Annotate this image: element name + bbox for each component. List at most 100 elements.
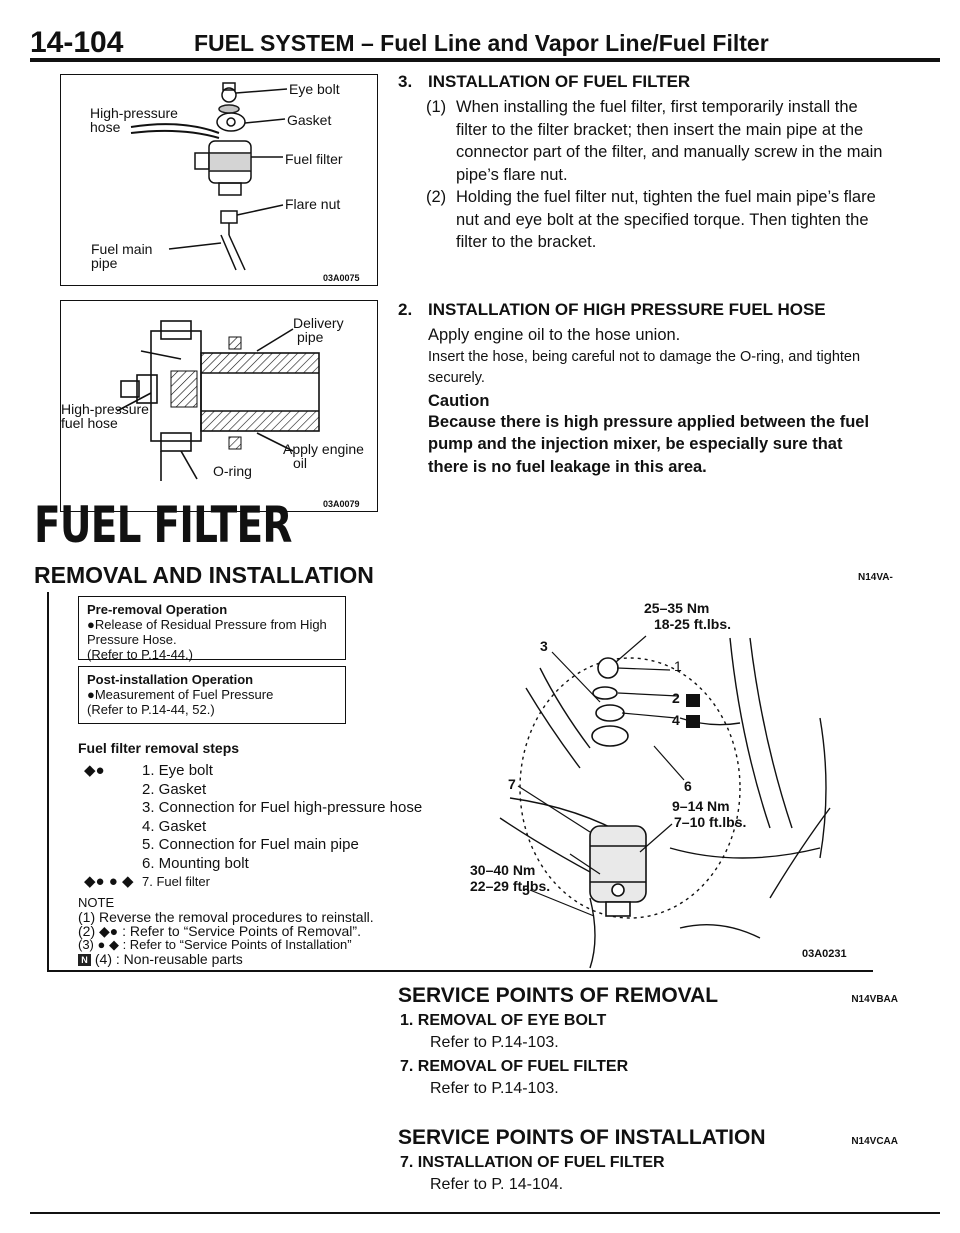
section-number: 2.: [398, 300, 413, 319]
figure-fuel-filter-photo: 25–35 Nm 18-25 ft.lbs. 3 1 2 4 6 7 9–14 …: [440, 598, 880, 976]
post-installation-box: Post-installation Operation ●Measurement…: [78, 666, 346, 724]
step-marker: [84, 799, 142, 818]
removal-step: 2. Gasket: [84, 781, 444, 800]
fuel-filter-title: FUEL FILTER: [34, 496, 292, 554]
step-text: 7. Fuel filter: [142, 874, 210, 889]
fuel-filter-installation-drawing: [499, 635, 831, 969]
label-gasket: Gasket: [287, 112, 332, 128]
service-install-item: 7. INSTALLATION OF FUEL FILTER: [400, 1154, 665, 1171]
note-line-4: N (4) : Non-reusable parts: [78, 952, 418, 967]
note-line: (1) Reverse the removal procedures to re…: [78, 909, 374, 925]
label-high-pressure-fuel-hose-2: fuel hose: [61, 415, 118, 431]
step-text: 1. Eye bolt: [142, 762, 213, 779]
section-divider: [47, 970, 873, 972]
pre-removal-heading: Pre-removal Operation: [87, 602, 228, 617]
note-block: NOTE (1) Reverse the removal procedures …: [78, 895, 418, 967]
torque-1-ft: 18-25 ft.lbs.: [654, 616, 732, 632]
section-code: N14VBAA: [851, 994, 898, 1005]
label-high-pressure-fuel-hose: High-pressure: [61, 401, 149, 417]
service-removal-ref: Refer to P.14-103.: [430, 1034, 559, 1051]
step-number: (1): [426, 98, 447, 116]
caution-text: Because there is high pressure applied b…: [428, 412, 870, 476]
torque-3-nm: 9–14 Nm: [672, 798, 730, 814]
label-flare-nut: Flare nut: [285, 196, 341, 212]
label-apply-engine-oil: Apply engine: [283, 441, 364, 457]
removal-step: ◆● 1. Eye bolt: [84, 762, 444, 781]
figure-code: 03A0231: [802, 948, 847, 960]
label-delivery-pipe-2: pipe: [297, 329, 324, 345]
callout-6: 6: [684, 778, 692, 794]
step-number: (2): [426, 188, 447, 206]
section-code: N14VA-: [858, 572, 893, 583]
caution-heading: Caution: [428, 391, 490, 410]
post-install-item: ●Measurement of Fuel Pressure: [87, 687, 274, 702]
step-text: When installing the fuel filter, first t…: [456, 98, 883, 184]
hose-text-2: Insert the hose, being careful not to da…: [428, 348, 861, 386]
step-text: 6. Mounting bolt: [142, 854, 249, 872]
removal-step: 5. Connection for Fuel main pipe: [84, 836, 444, 855]
callout-7: 7: [508, 776, 516, 792]
fuel-filter-assembly-drawing: [130, 82, 288, 271]
pre-removal-ref: (Refer to P.14-44.): [87, 647, 193, 662]
section-number: 3.: [398, 72, 413, 91]
figure-hose-union: Delivery pipe High-pressure fuel hose Ap…: [60, 300, 378, 512]
step-marker: ◆●: [84, 762, 105, 779]
removal-steps-list: ◆● 1. Eye bolt 2. Gasket 3. Connection fo…: [84, 762, 444, 892]
figure-code: 03A0075: [323, 273, 360, 283]
removal-step: ◆● ● ◆ 7. Fuel filter: [84, 873, 444, 892]
torque-2-nm: 30–40 Nm: [470, 862, 536, 878]
removal-step: 4. Gasket: [84, 818, 444, 837]
install-step-2: (2) Holding the fuel filter nut, tighten…: [426, 186, 886, 254]
label-high-pressure-hose-2: hose: [90, 119, 121, 135]
callout-3: 3: [540, 638, 548, 654]
label-o-ring: O-ring: [213, 463, 252, 479]
service-removal-heading: SERVICE POINTS OF REMOVAL: [398, 984, 719, 1007]
page-title: FUEL SYSTEM – Fuel Line and Vapor Line/F…: [194, 30, 769, 56]
service-install-ref: Refer to P. 14-104.: [430, 1176, 564, 1193]
removal-steps-heading: Fuel filter removal steps: [78, 740, 240, 756]
removal-step: 3. Connection for Fuel high-pressure hos…: [84, 799, 444, 818]
step-marker: ◆● ● ◆: [84, 873, 134, 890]
section-title: INSTALLATION OF FUEL FILTER: [428, 72, 691, 91]
step-text: 4. Gasket: [142, 817, 207, 835]
step-text: 5. Connection for Fuel main pipe: [142, 836, 359, 853]
page-number: 14-104: [30, 26, 124, 59]
label-delivery-pipe: Delivery: [293, 315, 344, 331]
removal-step: 6. Mounting bolt: [84, 855, 444, 874]
post-install-heading: Post-installation Operation: [87, 672, 254, 687]
section-code: N14VCAA: [851, 1136, 898, 1147]
figure-code: 03A0079: [323, 499, 360, 509]
pre-removal-box: Pre-removal Operation ●Release of Residu…: [78, 596, 346, 662]
service-removal-ref: Refer to P.14-103.: [430, 1080, 559, 1097]
footer-rule: [30, 1212, 940, 1214]
note-line: (3) ● ◆ : Refer to “Service Points of In…: [78, 937, 352, 952]
left-rule: [47, 592, 49, 970]
note-line: (2) ◆● : Refer to “Service Points of Rem…: [78, 923, 361, 939]
callout-5: 5: [522, 882, 530, 898]
torque-1-nm: 25–35 Nm: [644, 600, 710, 616]
torque-3-ft: 7–10 ft.lbs.: [674, 814, 747, 830]
step-marker: [84, 818, 142, 837]
service-removal-section: SERVICE POINTS OF REMOVAL N14VBAA 1. REM…: [398, 984, 898, 1098]
removal-installation-title: REMOVAL AND INSTALLATION: [34, 562, 374, 588]
label-eye-bolt: Eye bolt: [289, 81, 340, 97]
service-install-section: SERVICE POINTS OF INSTALLATION N14VCAA 7…: [398, 1126, 898, 1194]
install-fuel-filter-section: 3. INSTALLATION OF FUEL FILTER (1) When …: [398, 72, 886, 254]
step-text: 3. Connection for Fuel high-pressure hos…: [142, 799, 423, 816]
install-step-1: (1) When installing the fuel filter, fir…: [426, 96, 886, 186]
section-heading: 3. INSTALLATION OF FUEL FILTER: [398, 72, 886, 92]
install-hose-section: 2. INSTALLATION OF HIGH PRESSURE FUEL HO…: [398, 300, 886, 478]
page-header: 14-104 FUEL SYSTEM – Fuel Line and Vapor…: [30, 22, 940, 62]
label-fuel-main-pipe: Fuel main: [91, 241, 153, 257]
step-marker: [84, 855, 142, 874]
callout-2: 2: [672, 690, 680, 706]
service-removal-item: 7. REMOVAL OF FUEL FILTER: [400, 1058, 629, 1075]
hose-text-1: Apply engine oil to the hose union.: [428, 326, 681, 344]
label-high-pressure-hose: High-pressure: [90, 105, 178, 121]
note-heading: NOTE: [78, 895, 115, 910]
service-removal-item: 1. REMOVAL OF EYE BOLT: [400, 1012, 607, 1029]
step-marker: [84, 781, 142, 800]
section-title: INSTALLATION OF HIGH PRESSURE FUEL HOSE: [428, 300, 826, 319]
callout-1: 1: [674, 658, 682, 674]
figure-fuel-filter-assembly: Eye bolt High-pressure hose Gasket Fuel …: [60, 74, 378, 286]
